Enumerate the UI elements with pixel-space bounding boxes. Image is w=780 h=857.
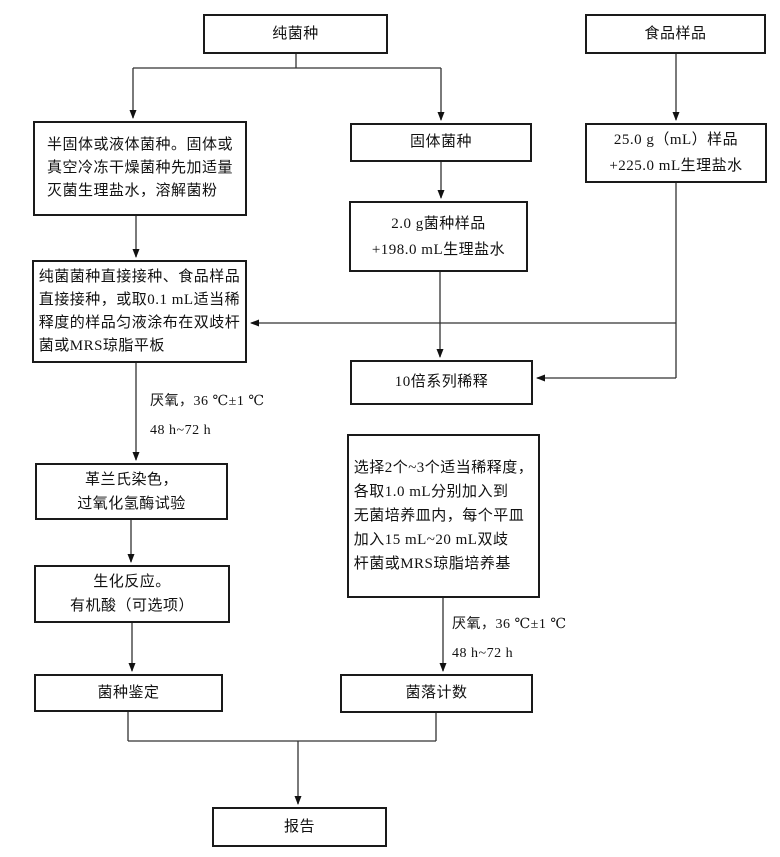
node-identification: 菌种鉴定: [34, 674, 223, 712]
node-text-line: 有机酸（可选项）: [69, 598, 194, 614]
node-text-line: 各取1.0 mL分别加入到: [353, 484, 509, 500]
node-text-line: 25.0 g（mL）样品: [613, 132, 739, 148]
node-text-line: 释度的样品匀液涂布在双歧杆: [38, 314, 241, 331]
node-text-line: +225.0 mL生理盐水: [609, 158, 743, 174]
annotation-line: 48 h~72 h: [150, 423, 212, 438]
node-text-line: 杆菌或MRS琼脂培养基: [353, 556, 511, 572]
node-text-line: 过氧化氢酶试验: [77, 495, 186, 512]
annotation-right-incubation: 厌氧，36 ℃±1 ℃ 48 h~72 h: [452, 613, 567, 662]
annotation-line: 厌氧，36 ℃±1 ℃: [452, 617, 567, 632]
node-semi-solid-note: 半固体或液体菌种。固体或 真空冷冻干燥菌种先加适量 灭菌生理盐水，溶解菌粉: [33, 121, 247, 216]
node-gram-stain: 革兰氏染色， 过氧化氢酶试验: [35, 463, 228, 520]
node-sample-25g: 25.0 g（mL）样品 +225.0 mL生理盐水: [585, 123, 767, 183]
node-text-line: 2.0 g菌种样品: [391, 215, 486, 232]
node-report: 报告: [212, 807, 387, 847]
node-text-line: 加入15 mL~20 mL双歧: [353, 532, 509, 548]
node-text-line: 半固体或液体菌种。固体或: [46, 137, 233, 153]
node-text-line: 纯菌菌种直接接种、食品样品: [38, 268, 241, 285]
node-biochemical: 生化反应。 有机酸（可选项）: [34, 565, 230, 623]
node-text-line: 无菌培养皿内，每个平皿: [353, 508, 525, 524]
node-colony-count: 菌落计数: [340, 674, 533, 713]
node-text-line: 选择2个~3个适当稀释度，: [353, 460, 534, 476]
node-text-line: 真空冷冻干燥菌种先加适量: [46, 160, 233, 176]
node-pure-strain: 纯菌种: [203, 14, 388, 54]
node-serial-dilution: 10倍系列稀释: [350, 360, 533, 405]
node-solid-strain: 固体菌种: [350, 123, 532, 162]
node-inoculation: 纯菌菌种直接接种、食品样品 直接接种，或取0.1 mL适当稀 释度的样品匀液涂布…: [32, 260, 247, 363]
node-text-line: 灭菌生理盐水，溶解菌粉: [46, 183, 218, 199]
node-text-line: 菌或MRS琼脂平板: [38, 337, 165, 354]
annotation-line: 48 h~72 h: [452, 646, 514, 661]
node-text-line: 生化反应。: [93, 574, 171, 590]
node-text-line: +198.0 mL生理盐水: [371, 241, 506, 258]
node-text-line: 革兰氏染色，: [84, 471, 178, 488]
node-plating: 选择2个~3个适当稀释度， 各取1.0 mL分别加入到 无菌培养皿内，每个平皿 …: [347, 434, 540, 598]
node-food-sample: 食品样品: [585, 14, 766, 54]
node-text-line: 直接接种，或取0.1 mL适当稀: [38, 291, 241, 308]
annotation-line: 厌氧，36 ℃±1 ℃: [150, 394, 265, 409]
node-sample-2g: 2.0 g菌种样品 +198.0 mL生理盐水: [349, 201, 528, 272]
annotation-left-incubation: 厌氧，36 ℃±1 ℃ 48 h~72 h: [150, 390, 265, 439]
